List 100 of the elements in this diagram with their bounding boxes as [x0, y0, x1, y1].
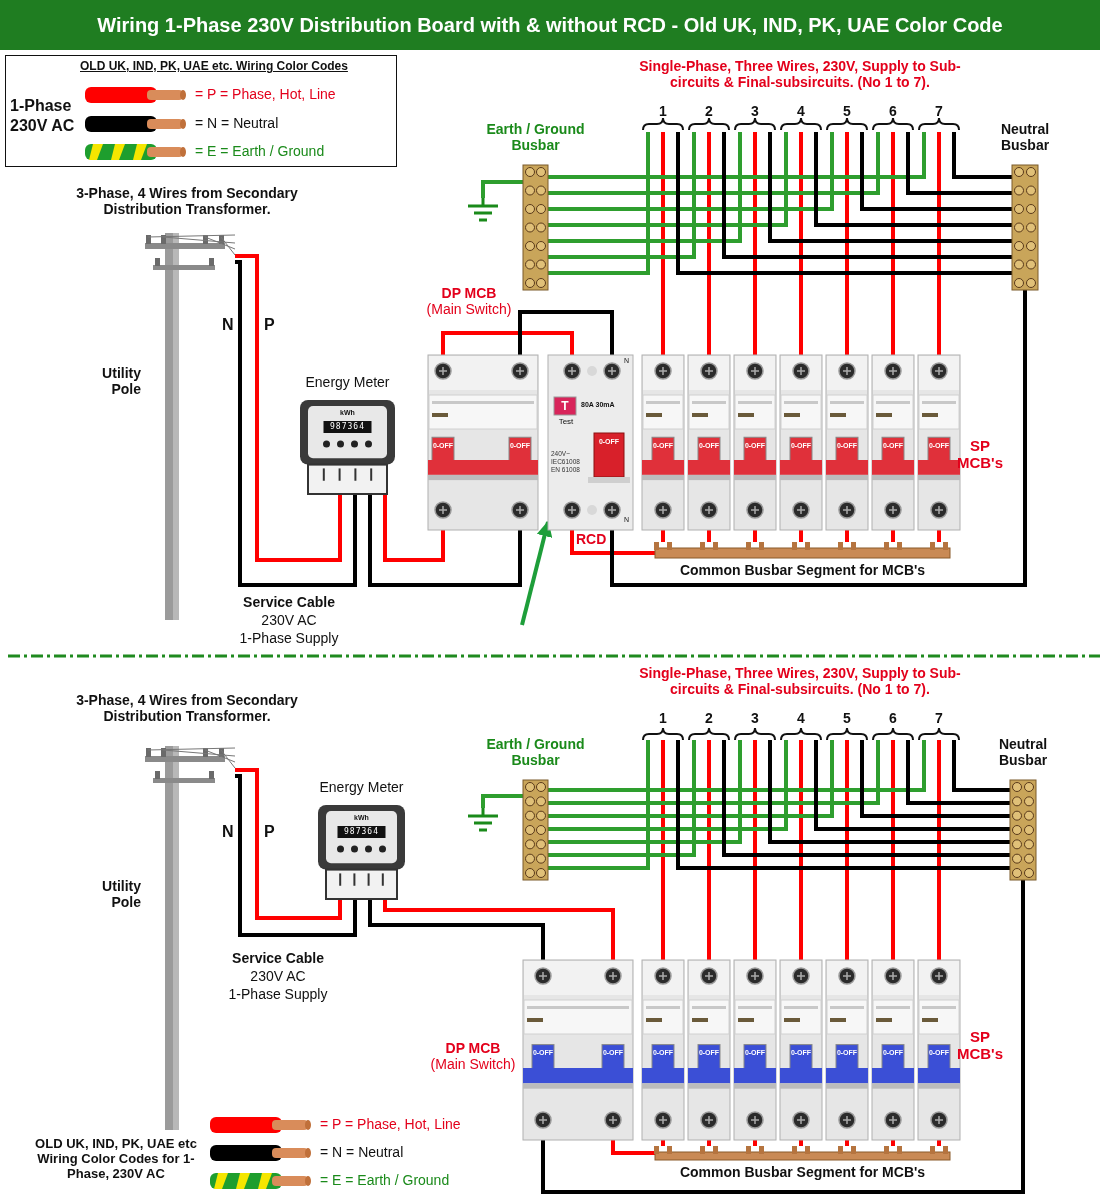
- wire: [952, 740, 1010, 792]
- circuit-number: 3: [750, 103, 760, 120]
- wire: [548, 132, 834, 211]
- note: Single-Phase, Three Wires, 230V, Supply to Sub-circuits & Final-subsircuits. (No 1 to 7).: [638, 665, 962, 698]
- wire: [768, 740, 1010, 844]
- wire: [548, 132, 650, 275]
- wire: [548, 132, 742, 243]
- meter-reading: 987364: [329, 421, 366, 432]
- arrow: [520, 520, 553, 626]
- circuit-number: 2: [704, 710, 714, 727]
- wire: [814, 740, 1010, 831]
- circuit-number: 6: [888, 103, 898, 120]
- busbar-label: Neutral Busbar: [997, 736, 1049, 769]
- circuit-number: 7: [934, 103, 944, 120]
- wire: [548, 740, 788, 831]
- legend-label: = P = Phase, Hot, Line: [320, 1116, 461, 1133]
- wire: [548, 132, 696, 259]
- cable-label: Service Cable: [231, 950, 325, 967]
- wire: [234, 260, 357, 587]
- wire: [235, 254, 342, 562]
- wire: [235, 774, 357, 937]
- busbar-label: Common Busbar Segment for MCB's: [678, 1164, 927, 1181]
- pole-label: Utility Pole: [101, 365, 141, 398]
- wire: [845, 740, 849, 960]
- busbar-label: Neutral Busbar: [999, 121, 1051, 154]
- wire: [952, 132, 1012, 179]
- wire: [541, 880, 1025, 1194]
- pole-label: Utility Pole: [101, 878, 141, 911]
- wire: [722, 740, 1010, 857]
- voltage-label: 1-Phase 230V AC: [10, 96, 76, 136]
- wire: [937, 740, 941, 960]
- circuit-number: 4: [796, 710, 806, 727]
- busbar-label: Earth / Ground Busbar: [485, 121, 586, 154]
- cable-label: Service Cable: [242, 594, 336, 611]
- cable-label: 230V AC: [249, 968, 307, 985]
- wire: [753, 132, 757, 355]
- note: 3-Phase, 4 Wires from Secondary Distribution Transformer.: [75, 692, 299, 725]
- wire: [383, 900, 615, 960]
- wire: [937, 530, 941, 542]
- legend-title: OLD UK, IND, PK, UAE etc Wiring Color Codes for 1-Phase, 230V AC: [34, 1137, 198, 1182]
- wire: [753, 530, 757, 542]
- wire: [661, 530, 665, 542]
- circuit-number: 7: [934, 710, 944, 727]
- circuit-number: 1: [658, 710, 668, 727]
- button-caption: Test: [557, 417, 575, 427]
- wire: [891, 530, 895, 542]
- legend-label: = N = Neutral: [195, 115, 279, 132]
- cable-label: 230V AC: [260, 612, 318, 629]
- circuit-number: 2: [704, 103, 714, 120]
- wire: [661, 132, 665, 355]
- wire: [441, 331, 574, 355]
- wire: [676, 740, 1010, 870]
- circuit-number: 3: [750, 710, 760, 727]
- device-label: SP MCB's: [955, 1028, 1005, 1063]
- wire: [610, 290, 1027, 587]
- wire: [845, 530, 849, 542]
- wire: [548, 740, 926, 792]
- wire: [799, 740, 803, 960]
- circuit-number: 6: [888, 710, 898, 727]
- wire: [676, 132, 1012, 275]
- wire: [722, 132, 1012, 259]
- meter-reading: 987364: [343, 826, 380, 837]
- wire: [860, 740, 1010, 818]
- cable-label: 1-Phase Supply: [227, 986, 329, 1003]
- device-label: DP MCB (Main Switch): [429, 1040, 517, 1073]
- wire: [383, 495, 445, 562]
- circuit-number: 1: [658, 103, 668, 120]
- wire: [707, 132, 711, 355]
- wire: [799, 530, 803, 542]
- note: 3-Phase, 4 Wires from Secondary Distribution Transformer.: [75, 185, 299, 218]
- wire: [570, 530, 655, 555]
- wire: [661, 740, 665, 960]
- wire: [906, 740, 1010, 805]
- wire: [937, 132, 941, 355]
- device-label: RCD: [576, 531, 608, 548]
- wire: [799, 132, 803, 355]
- busbar-label: Earth / Ground Busbar: [485, 736, 586, 769]
- page-title: Wiring 1-Phase 230V Distribution Board with & without RCD - Old UK, IND, PK, UAE Color Code: [0, 0, 1100, 50]
- legend-label: = P = Phase, Hot, Line: [195, 86, 336, 103]
- wire: [860, 132, 1012, 211]
- wire: [707, 530, 711, 542]
- device-label: SP MCB's: [955, 437, 1005, 472]
- wire: [753, 740, 757, 960]
- wire: [548, 132, 788, 227]
- button-label: T: [560, 400, 570, 414]
- busbar-label: Common Busbar Segment for MCB's: [678, 562, 927, 579]
- wire: [814, 132, 1012, 227]
- legend-label: = E = Earth / Ground: [195, 143, 325, 160]
- meter-label: Energy Meter: [318, 779, 405, 796]
- wire: [548, 740, 742, 844]
- legend-title: OLD UK, IND, PK, UAE etc. Wiring Color Codes: [80, 60, 349, 74]
- meter-label: Energy Meter: [304, 374, 391, 391]
- wire: [518, 310, 614, 355]
- wire: [548, 740, 696, 857]
- legend-label: = N = Neutral: [320, 1144, 404, 1161]
- legend-label: = E = Earth / Ground: [320, 1172, 450, 1189]
- circuit-number: 4: [796, 103, 806, 120]
- wire: [481, 794, 523, 808]
- wire: [548, 740, 834, 818]
- note: Single-Phase, Three Wires, 230V, Supply to Sub-circuits & Final-subsircuits. (No 1 to 7).: [638, 58, 962, 91]
